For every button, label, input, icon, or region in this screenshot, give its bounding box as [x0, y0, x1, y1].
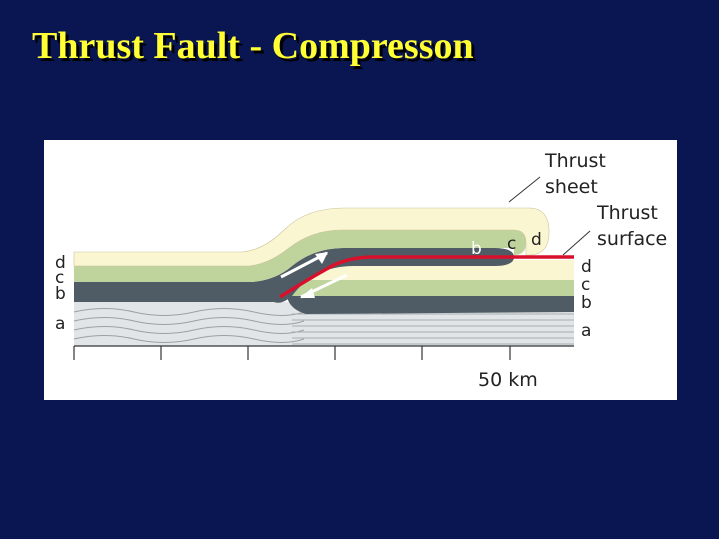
slip-arrows: [280, 251, 348, 299]
thrust-sheet-layers: [73, 207, 550, 303]
upper-arrowhead: [315, 252, 328, 264]
left-label-a: a: [55, 314, 65, 334]
right-label-c: c: [581, 275, 590, 295]
slide-title: Thrust Fault - Compresson: [32, 25, 474, 67]
fault-line: [279, 255, 574, 299]
thrust-fault-diagram: Thrust sheet Thrust surface b c d d c b …: [44, 140, 677, 400]
scale-bar: [73, 345, 574, 360]
left-label-d: d: [55, 253, 66, 273]
thrust-sheet-leader: [508, 176, 541, 203]
right-label-b: b: [581, 293, 592, 313]
fold-label-d: d: [531, 230, 542, 250]
thrust-surface-label-line2: surface: [597, 228, 667, 250]
scale-label: 50 km: [478, 369, 538, 391]
fold-label-c: c: [507, 234, 516, 254]
thrust-sheet-label-line2: sheet: [545, 176, 598, 198]
thrust-surface-label-line1: Thrust: [596, 202, 658, 224]
thrust-sheet-label-line1: Thrust: [544, 150, 606, 172]
lower-arrowhead: [300, 288, 315, 298]
right-label-d: d: [581, 257, 592, 277]
diagram-svg: Thrust sheet Thrust surface b c d d c b …: [55, 150, 667, 391]
left-label-c: c: [55, 268, 64, 288]
right-label-a: a: [581, 321, 591, 341]
thrust-surface-leader: [562, 230, 591, 256]
fold-label-b: b: [471, 239, 482, 259]
left-label-b: b: [55, 284, 66, 304]
